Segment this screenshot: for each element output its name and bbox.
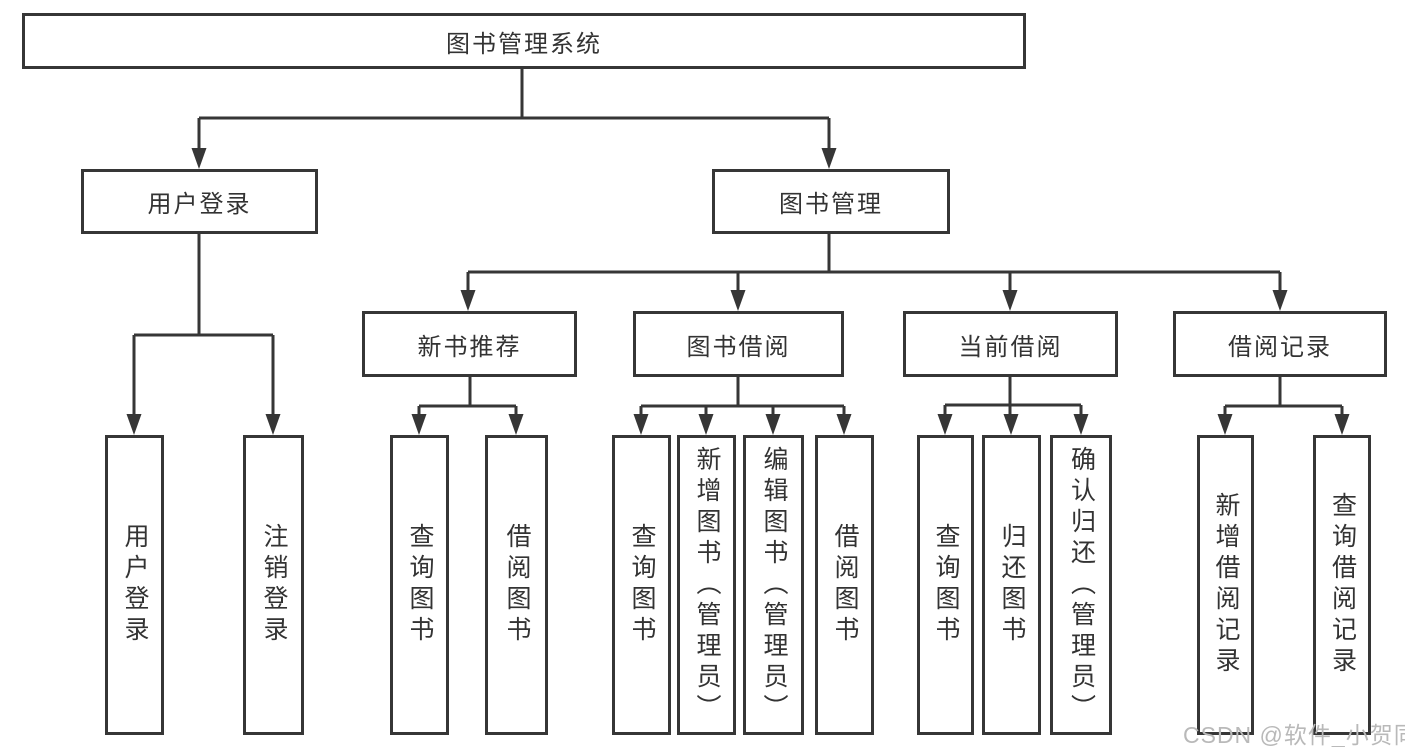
node-new-book-recommend-label: 新书推荐 xyxy=(417,333,522,361)
leaf-borrow-borrow-books: 借阅图书 xyxy=(815,435,874,735)
node-new-book-recommend: 新书推荐 xyxy=(362,311,577,377)
leaf-borrow-edit-books-admin-label: 编辑图书（管理员） xyxy=(760,445,788,725)
leaf-borrow-add-books-admin-label: 新增图书（管理员） xyxy=(693,445,721,725)
leaf-records-query-record-label: 查询借阅记录 xyxy=(1328,492,1357,678)
csdn-watermark: CSDN @软件_小贺同学 xyxy=(1183,722,1405,747)
leaf-borrow-query-books-label: 查询图书 xyxy=(628,523,656,647)
node-book-management: 图书管理 xyxy=(712,169,950,234)
node-book-borrowing: 图书借阅 xyxy=(633,311,844,377)
leaf-current-return-books-label: 归还图书 xyxy=(998,523,1026,647)
leaf-current-confirm-return-admin-label: 确认归还（管理员） xyxy=(1067,445,1096,725)
node-borrowing-records-label: 借阅记录 xyxy=(1228,333,1332,361)
leaf-newbook-borrow-books-label: 借阅图书 xyxy=(503,523,531,647)
leaf-current-query-books-label: 查询图书 xyxy=(932,523,960,647)
node-borrowing-records: 借阅记录 xyxy=(1173,311,1387,377)
leaf-current-query-books: 查询图书 xyxy=(917,435,974,735)
leaf-logout: 注销登录 xyxy=(243,435,304,735)
leaf-borrow-add-books-admin: 新增图书（管理员） xyxy=(677,435,736,735)
leaf-borrow-edit-books-admin: 编辑图书（管理员） xyxy=(743,435,804,735)
leaf-logout-label: 注销登录 xyxy=(260,523,288,647)
leaf-borrow-borrow-books-label: 借阅图书 xyxy=(831,523,859,647)
leaf-current-return-books: 归还图书 xyxy=(982,435,1041,735)
leaf-user-login-label: 用户登录 xyxy=(121,523,149,647)
leaf-borrow-query-books: 查询图书 xyxy=(612,435,671,735)
node-root-system-label: 图书管理系统 xyxy=(446,30,602,58)
node-book-management-label: 图书管理 xyxy=(779,191,883,218)
node-user-login: 用户登录 xyxy=(81,169,318,234)
leaf-records-query-record: 查询借阅记录 xyxy=(1313,435,1371,735)
leaf-newbook-query-books-label: 查询图书 xyxy=(406,523,434,647)
leaf-newbook-query-books: 查询图书 xyxy=(390,435,449,735)
leaf-newbook-borrow-books: 借阅图书 xyxy=(485,435,548,735)
node-book-borrowing-label: 图书借阅 xyxy=(686,333,791,361)
node-current-borrowing-label: 当前借阅 xyxy=(958,333,1063,361)
leaf-records-add-record: 新增借阅记录 xyxy=(1197,435,1254,735)
leaf-records-add-record-label: 新增借阅记录 xyxy=(1212,492,1240,678)
leaf-user-login: 用户登录 xyxy=(105,435,164,735)
leaf-current-confirm-return-admin: 确认归还（管理员） xyxy=(1050,435,1112,735)
node-user-login-label: 用户登录 xyxy=(147,191,252,218)
node-root-system: 图书管理系统 xyxy=(22,13,1026,69)
node-current-borrowing: 当前借阅 xyxy=(903,311,1118,377)
